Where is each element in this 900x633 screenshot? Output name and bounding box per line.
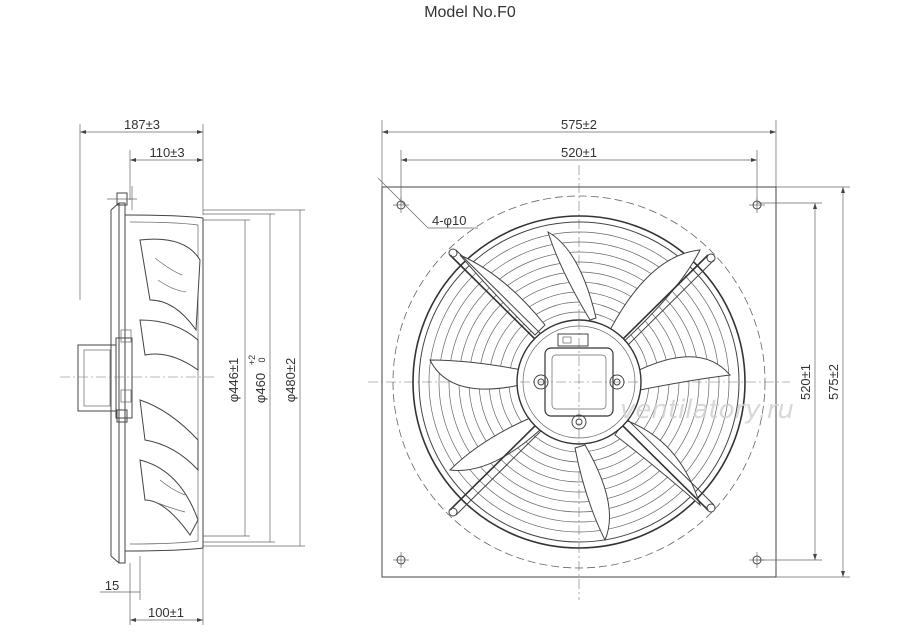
- dim-plate-height: 575±2: [826, 364, 841, 400]
- dim-mid-tol-lower: 0: [257, 357, 267, 362]
- dim-outer-diameter: φ480±2: [283, 358, 298, 402]
- dim-hole-spacing: 520±1: [561, 145, 597, 160]
- dim-mid-tol-upper: +2: [247, 355, 257, 365]
- watermark-text: ventilatory.ru: [620, 395, 794, 425]
- dim-guard-depth: 110±3: [149, 145, 184, 160]
- model-title: Model No.F0: [424, 4, 516, 21]
- dim-overall-depth: 187±3: [124, 117, 160, 132]
- dim-hole-spacing-v: 520±1: [798, 364, 813, 400]
- dim-mid-diameter: φ460: [253, 373, 268, 403]
- dim-hole-spec: 4-φ10: [432, 213, 466, 228]
- side-view: 187±3 110±3: [60, 117, 305, 625]
- dim-flange-thickness: 15: [105, 578, 119, 593]
- dim-plate-width: 575±2: [561, 117, 597, 132]
- dim-inner-diameter: φ446±1: [226, 358, 241, 402]
- front-view: 575±2 520±1 520±1 575±2 4-φ10: [368, 117, 850, 600]
- dim-motor-depth: 100±1: [148, 605, 184, 620]
